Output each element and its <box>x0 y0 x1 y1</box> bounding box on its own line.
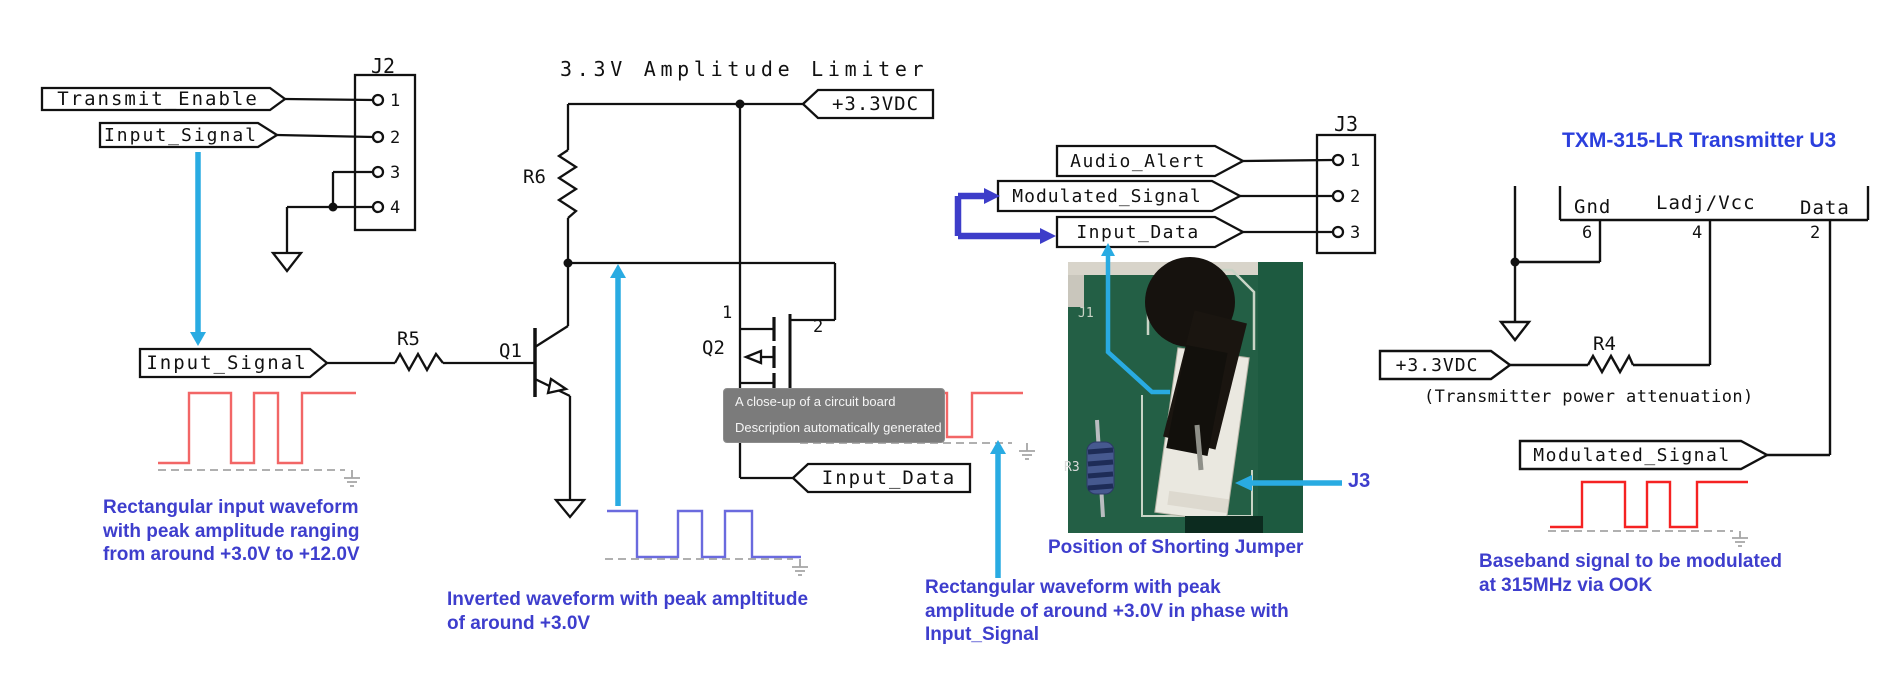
j3-pin2-circle <box>1331 189 1345 203</box>
txm-pin-ladj-vcc: Ladj/Vcc <box>1656 192 1756 214</box>
j3-pin1-circle <box>1331 153 1345 167</box>
note-baseband: Baseband signal to be modulated at 315MH… <box>1479 550 1782 597</box>
mini-ground <box>792 559 808 576</box>
net-label-modulated-signal-j3: Modulated_Signal <box>1012 185 1202 207</box>
net-label-input-data-j3: Input_Data <box>1076 221 1200 243</box>
j2-pin1-circle <box>371 93 385 107</box>
net-label-audio-alert: Audio_Alert <box>1070 150 1206 172</box>
junction-dot <box>735 99 745 109</box>
q1-emitter-arrow <box>546 377 569 395</box>
j2-pin4-circle <box>371 200 385 214</box>
j2-pin-number: 1 <box>390 91 401 111</box>
ground-symbol <box>553 498 587 519</box>
j3-pin-number: 2 <box>1350 187 1361 207</box>
j2-pin-number: 4 <box>390 198 401 218</box>
junction-dot <box>563 258 573 268</box>
j3-pin-number: 1 <box>1350 151 1361 171</box>
note-inphase-waveform: Rectangular waveform with peak amplitude… <box>925 576 1289 647</box>
net-label-vdc-right: +3.3VDC <box>1395 354 1479 376</box>
q2-pin2-number: 2 <box>813 317 824 337</box>
junction-dot <box>328 202 338 212</box>
txm-circuit <box>1378 186 1870 471</box>
resistor-r5 <box>393 351 444 373</box>
waveform-inverted <box>607 509 801 559</box>
j3-pin3-circle <box>1331 225 1345 239</box>
txm-pin2-number: 2 <box>1810 223 1821 243</box>
txm-title: TXM-315-LR Transmitter U3 <box>1562 129 1837 152</box>
note-line: amplitude of around +3.0V in phase with <box>925 600 1289 622</box>
j2-ref: J2 <box>371 54 396 78</box>
waveform-input-signal <box>158 391 356 465</box>
j2-pin-number: 2 <box>390 128 401 148</box>
ref-r6: R6 <box>523 166 546 188</box>
note-line: from around +3.0V to +12.0V <box>103 544 360 565</box>
tooltip-line: Description automatically generated <box>735 420 942 435</box>
j3-pointer-label: J3 <box>1348 470 1371 492</box>
txm-pin4-number: 4 <box>1692 223 1703 243</box>
limiter-title: 3.3V Amplitude Limiter <box>560 57 929 81</box>
txm-pin-gnd: Gnd <box>1574 196 1612 218</box>
limiter-circuit <box>138 88 935 519</box>
note-line: Rectangular waveform with peak <box>925 577 1221 598</box>
note-line: Rectangular input waveform <box>103 497 359 518</box>
elbow-arrowhead <box>984 188 1000 204</box>
tooltip-line: A close-up of a circuit board <box>735 394 896 409</box>
q2-pin1-number: 1 <box>722 303 733 323</box>
note-line: Input_Signal <box>925 624 1039 645</box>
note-line: with peak amplitude ranging <box>103 520 360 542</box>
resistor-r4 <box>1586 353 1635 375</box>
j3-pin-number: 3 <box>1350 223 1361 243</box>
photo-caption: Position of Shorting Jumper <box>1048 537 1304 558</box>
ref-q2: Q2 <box>702 337 725 359</box>
net-label-input-signal-j2: Input_Signal <box>103 124 259 146</box>
silkscreen-j1-text: J1 <box>1078 306 1094 321</box>
note-line: at 315MHz via OOK <box>1479 574 1653 596</box>
txm-attenuation-note: (Transmitter power attenuation) <box>1424 387 1754 407</box>
txm-pin-data: Data <box>1800 197 1850 219</box>
j2-pin-number: 3 <box>390 163 401 183</box>
pcb-photo-image[interactable] <box>1068 262 1303 533</box>
net-label-modulated-signal-right: Modulated_Signal <box>1533 444 1731 466</box>
net-label-vdc-top: +3.3VDC <box>831 93 920 115</box>
mini-ground <box>1732 531 1748 547</box>
alt-text-tooltip: A close-up of a circuit board Descriptio… <box>723 388 945 443</box>
ground-symbol <box>270 251 304 273</box>
q2-gate-arrow <box>742 349 763 365</box>
net-label-input-signal-mid: Input_Signal <box>146 352 308 374</box>
ref-q1: Q1 <box>499 340 522 362</box>
mini-ground <box>344 470 360 487</box>
junction-dot <box>1510 257 1520 267</box>
note-inverted-waveform: Inverted waveform with peak ampltitude o… <box>447 588 808 635</box>
txm-pin6-number: 6 <box>1582 223 1593 243</box>
silkscreen-r3-text: R3 <box>1064 460 1080 475</box>
j2-pin2-circle <box>371 130 385 144</box>
note-input-waveform: Rectangular input waveform with peak amp… <box>103 496 360 567</box>
note-line: Baseband signal to be modulated <box>1479 551 1782 572</box>
elbow-arrowhead <box>1040 228 1056 244</box>
resistor-r6 <box>556 149 579 219</box>
note-line: of around +3.0V <box>447 612 591 634</box>
mini-ground <box>1019 443 1035 460</box>
net-label-input-data-mid: Input_Data <box>821 467 957 489</box>
waveform-baseband <box>1550 480 1748 529</box>
net-label-transmit-enable: Transmit_Enable <box>57 88 259 110</box>
ground-symbol <box>1498 320 1532 342</box>
ref-r5: R5 <box>397 328 420 350</box>
ref-r4: R4 <box>1593 333 1616 355</box>
j3-ref: J3 <box>1334 112 1359 136</box>
note-line: Inverted waveform with peak ampltitude <box>447 589 809 610</box>
j2-pin3-circle <box>371 165 385 179</box>
